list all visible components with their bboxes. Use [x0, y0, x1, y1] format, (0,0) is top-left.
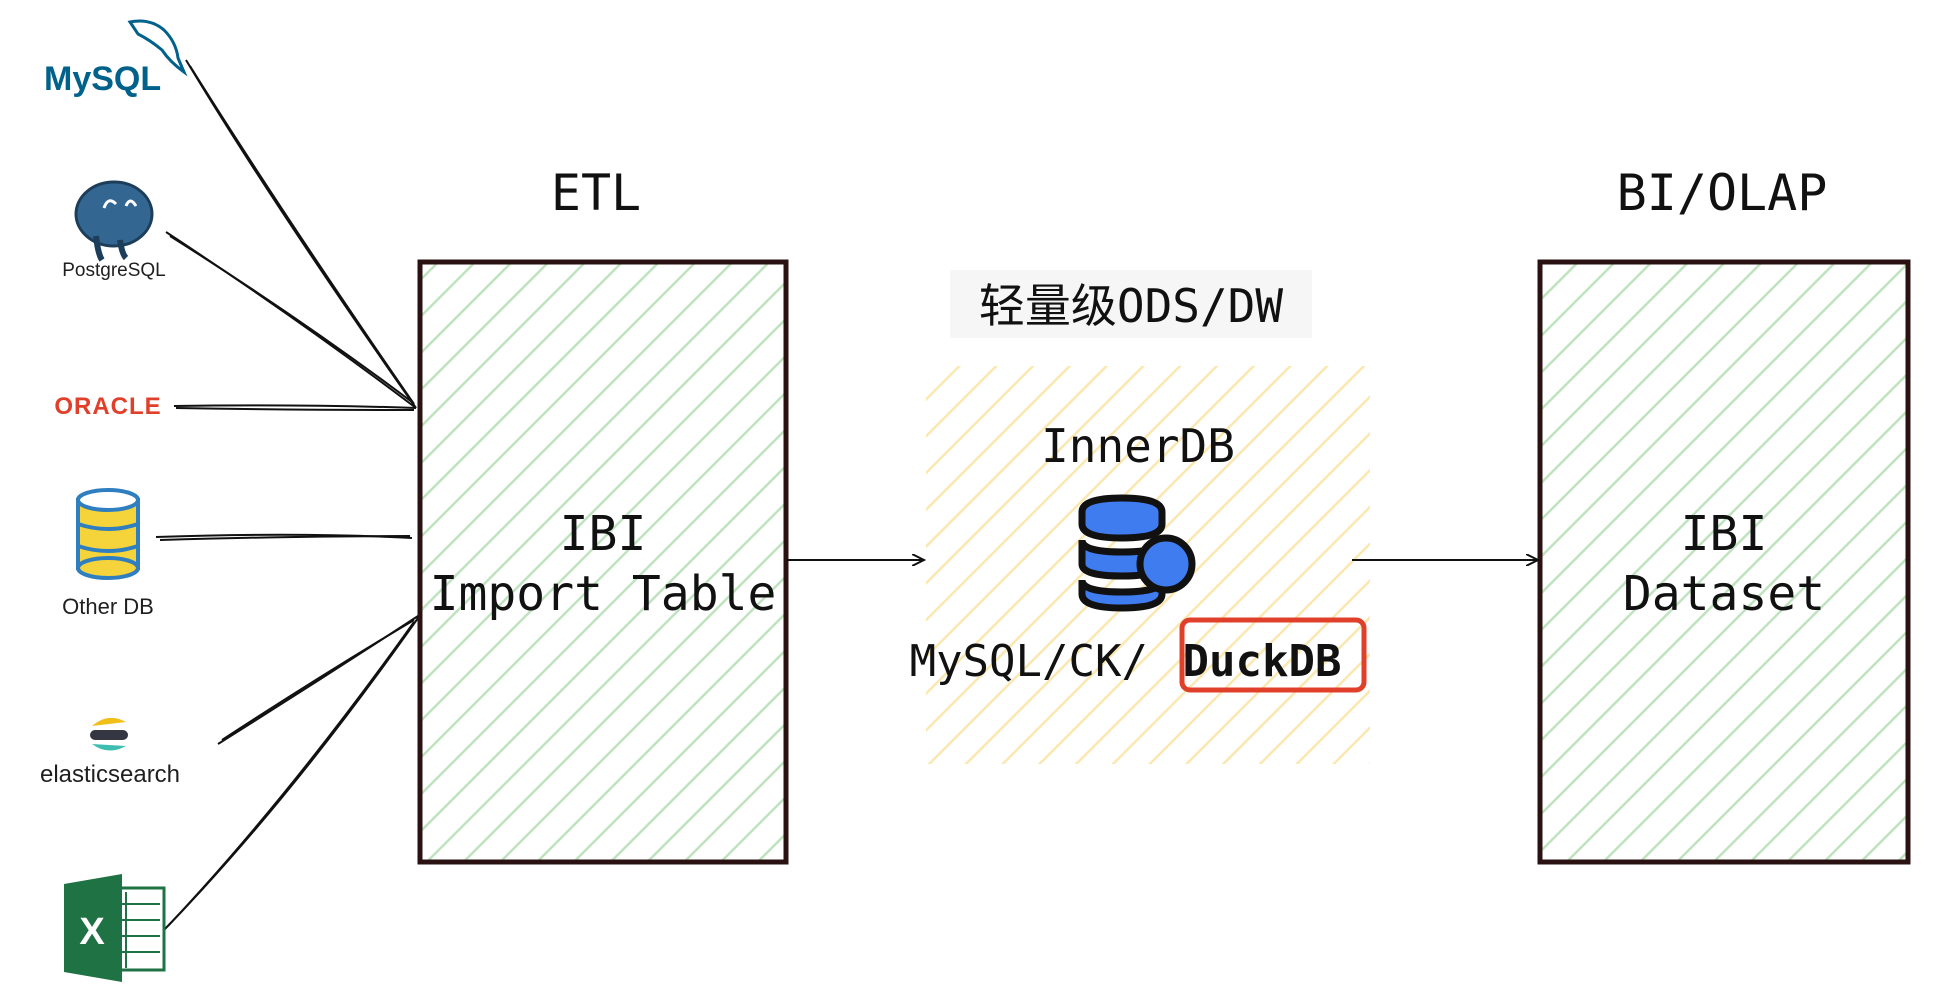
postgresql-logo-text: PostgreSQL [62, 260, 166, 281]
mysql-logo: MySQL [44, 19, 188, 98]
import-table-box [417, 259, 789, 865]
elasticsearch-logo: elasticsearch [40, 717, 180, 788]
mysql-logo-text: MySQL [44, 60, 161, 98]
excel-logo-letter: X [79, 911, 105, 953]
connector-excel-double [167, 621, 415, 927]
etl-heading: ETL [551, 164, 641, 222]
connector-other-db-double [159, 535, 411, 541]
excel-logo: X [64, 874, 166, 982]
innerdb-title: InnerDB [1041, 419, 1235, 473]
oracle-logo: ORACLE [54, 393, 161, 420]
other-db-logo: Other DB [62, 488, 154, 619]
connector-excel [163, 617, 419, 931]
dataset-box [1537, 259, 1911, 865]
postgresql-logo: PostgreSQL [62, 180, 166, 281]
innerdb-engines: MySQL/CK/ [910, 636, 1148, 687]
duckdb-highlight [1179, 617, 1367, 693]
bi-olap-heading: BI/OLAP [1617, 164, 1828, 222]
elasticsearch-label: elasticsearch [40, 761, 180, 788]
connector-elasticsearch-double [221, 619, 415, 741]
other-db-label: Other DB [62, 594, 154, 619]
elasticsearch-icon [90, 717, 128, 751]
ods-dw-label: 轻量级ODS/DW [979, 279, 1283, 333]
source-connectors [155, 59, 419, 931]
database-cylinder-icon [76, 488, 140, 580]
mysql-dolphin-icon [127, 19, 188, 77]
connector-oracle [173, 404, 417, 409]
connector-oracle-double [175, 407, 415, 411]
import-table-label-line1: IBI [560, 506, 647, 562]
import-table-label-line2: Import Table [430, 566, 777, 622]
postgresql-elephant-icon [74, 180, 154, 262]
dataset-label-line2: Dataset [1623, 566, 1825, 622]
database-stack-icon [1078, 494, 1196, 612]
dataset-label-line1: IBI [1681, 506, 1768, 562]
ods-dw-label-bg [950, 270, 1312, 338]
connector-postgresql-double [169, 235, 413, 403]
connector-mysql-double [189, 65, 415, 405]
innerdb-engine-duckdb: DuckDB [1183, 636, 1342, 687]
